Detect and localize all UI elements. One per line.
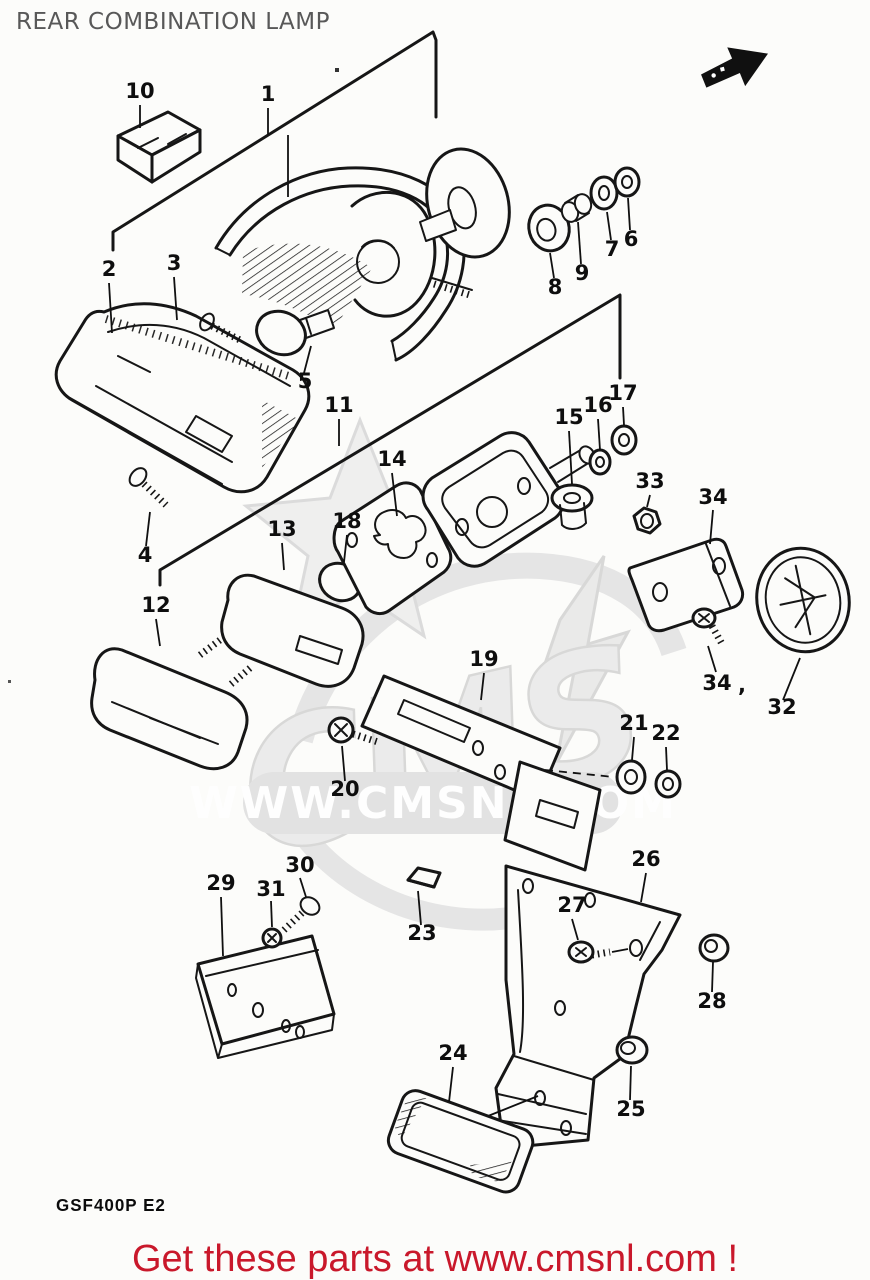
part-label-26: 26 xyxy=(631,847,660,871)
part-14-gasket xyxy=(332,481,453,616)
model-code-label: GSF400P E2 xyxy=(56,1195,166,1216)
part-label-28: 28 xyxy=(697,989,726,1013)
part-label-9: 9 xyxy=(575,261,590,285)
part-label-20: 20 xyxy=(330,777,359,801)
part-label-34b: 34 xyxy=(702,671,731,695)
grommet-ring xyxy=(425,147,511,259)
part-label-1: 1 xyxy=(261,82,276,106)
part-label-3: 3 xyxy=(167,251,182,275)
part-label-17: 17 xyxy=(608,381,637,405)
part-label-25: 25 xyxy=(616,1097,645,1121)
watermark-url-text: WWW.CMSNL.COM xyxy=(189,778,677,829)
part-label-18: 18 xyxy=(332,509,361,533)
part-label-15: 15 xyxy=(554,405,583,429)
fasteners-15-16-17 xyxy=(550,424,638,530)
part-5-bulb xyxy=(255,309,335,357)
fasteners-21-22 xyxy=(615,759,682,799)
lens-assembly xyxy=(54,302,311,494)
part-26-mount-bracket xyxy=(467,864,682,1150)
part-label-21: 21 xyxy=(619,711,648,735)
part-32-reflector xyxy=(755,546,851,654)
part-label-comma: , xyxy=(738,673,746,697)
part-label-12: 12 xyxy=(141,593,170,617)
part-label-30: 30 xyxy=(285,853,314,877)
fastener-stack-8-9-7-6 xyxy=(527,166,641,253)
part-29-plate xyxy=(195,896,336,1059)
front-arrow-icon xyxy=(701,47,768,88)
part-label-33: 33 xyxy=(635,469,664,493)
part-10-bulb xyxy=(116,110,202,184)
part-label-23: 23 xyxy=(407,921,436,945)
part-label-4: 4 xyxy=(138,543,153,567)
part-label-31: 31 xyxy=(256,877,285,901)
leader-lines xyxy=(108,105,801,1103)
part-34-bracket xyxy=(627,537,745,646)
fasteners-27-28-25 xyxy=(567,933,730,1065)
part-label-29: 29 xyxy=(206,871,235,895)
part-4-screw xyxy=(128,467,169,508)
part-23-wedge xyxy=(406,866,442,889)
part-label-27: 27 xyxy=(557,893,586,917)
part-20-screw xyxy=(327,716,380,746)
part-label-16: 16 xyxy=(583,393,612,417)
part-19-license-bracket-plate xyxy=(360,674,615,872)
tail-lamp-assembly xyxy=(199,147,511,362)
part-12-lamp-body xyxy=(90,637,249,771)
part-label-22: 22 xyxy=(651,721,680,745)
part-13-lamp-body xyxy=(220,573,365,688)
part-24-reflector xyxy=(386,1089,535,1194)
part-label-13: 13 xyxy=(267,517,296,541)
part-label-5: 5 xyxy=(298,369,313,393)
part-label-7: 7 xyxy=(605,237,620,261)
part-label-24: 24 xyxy=(438,1041,467,1065)
part-number-labels: 1 2 3 4 5 6 7 8 9 10 11 12 13 14 15 16 1… xyxy=(102,79,797,1121)
part-33-nut xyxy=(632,506,662,535)
part-label-11: 11 xyxy=(324,393,353,417)
page-title: REAR COMBINATION LAMP xyxy=(16,9,331,35)
part-label-10: 10 xyxy=(125,79,154,103)
part-label-19: 19 xyxy=(469,647,498,671)
part-label-14: 14 xyxy=(377,447,406,471)
part-label-2: 2 xyxy=(102,257,117,281)
part-label-34a: 34 xyxy=(698,485,727,509)
reference-frame-lines xyxy=(8,30,622,683)
part-label-32: 32 xyxy=(767,695,796,719)
part-label-8: 8 xyxy=(548,275,563,299)
footer-promo-text: Get these parts at www.cmsnl.com ! xyxy=(131,1238,739,1280)
part-label-6: 6 xyxy=(624,227,639,251)
